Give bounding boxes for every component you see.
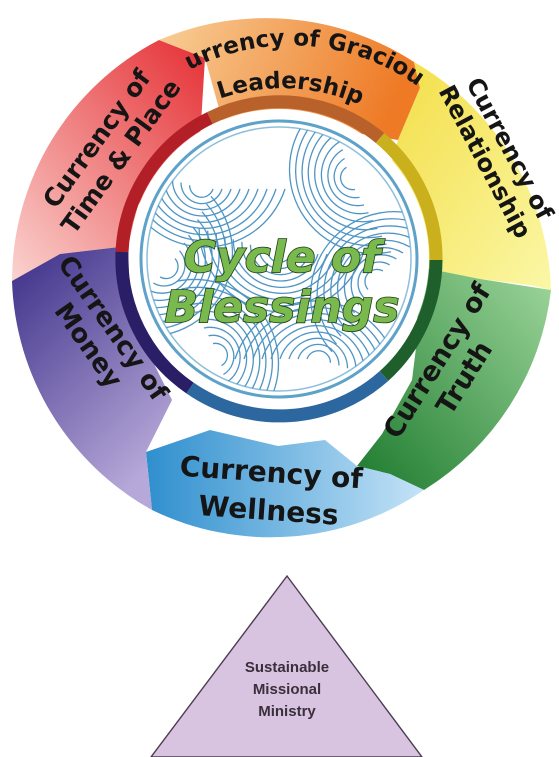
segment-truth	[357, 266, 551, 490]
swirl-line	[333, 157, 360, 199]
inner-band-truth	[379, 259, 443, 381]
swirl-line	[180, 182, 223, 205]
triangle-line2: Missional	[253, 681, 321, 698]
triangle-line3: Ministry	[258, 703, 316, 720]
swirl-line	[288, 127, 392, 255]
swirl-line	[357, 261, 390, 298]
swirl-line	[190, 302, 261, 391]
swirl-line	[288, 337, 349, 369]
swirl-line	[147, 211, 220, 323]
inner-band-gracious-leadership	[207, 95, 385, 144]
swirl-pattern	[147, 127, 411, 391]
swirl-line	[232, 239, 328, 288]
swirl-line	[270, 325, 366, 374]
inner-band-time-place	[115, 112, 213, 253]
currency-ring	[12, 18, 551, 538]
inner-band-wellness	[186, 371, 389, 423]
swirl-line	[212, 342, 229, 367]
swirl-line	[198, 227, 364, 313]
swirl-line	[224, 236, 337, 294]
swirl-line	[241, 241, 319, 282]
swirl-line	[147, 162, 286, 248]
center-disc: Cycle of Blessings	[129, 109, 429, 409]
swirl-line	[297, 343, 340, 366]
swirl-line	[261, 319, 374, 377]
swirl-line	[295, 127, 387, 247]
swirl-line	[215, 233, 346, 301]
center-title-line1: Cycle of	[184, 232, 386, 283]
swirl-line	[327, 149, 365, 207]
swirl-line	[147, 242, 193, 294]
inner-band-money	[115, 251, 194, 394]
swirl-line	[320, 140, 369, 215]
segment-time-place	[12, 40, 205, 281]
swirl-line	[147, 203, 227, 330]
swirl-line	[258, 247, 301, 270]
swirl-line	[279, 331, 357, 372]
swirl-line	[171, 179, 232, 211]
swirl-line	[314, 131, 374, 223]
swirl-line	[339, 166, 356, 191]
swirl-line	[188, 185, 214, 198]
swirl-line	[163, 176, 241, 217]
swirl-line	[147, 234, 200, 302]
swirl-line	[199, 318, 248, 391]
ministry-triangle: Sustainable Missional Ministry	[150, 574, 423, 757]
swirl-line	[316, 218, 411, 345]
swirl-line	[176, 278, 280, 391]
swirl-line	[153, 250, 186, 287]
swirl-line	[159, 258, 179, 280]
swirl-line	[323, 225, 411, 337]
swirl-line	[364, 268, 384, 290]
swirl-line	[343, 246, 404, 314]
swirl-line	[147, 165, 277, 242]
swirl-line	[306, 350, 332, 363]
triangle-shape	[150, 574, 423, 757]
swirl-line	[203, 326, 241, 384]
swirl-line	[207, 230, 355, 307]
swirl-line	[181, 286, 273, 391]
swirl-line	[147, 195, 234, 338]
swirl-line	[249, 244, 310, 276]
center-title-line2: Blessings	[165, 282, 400, 333]
segment-wellness	[146, 430, 424, 538]
swirl-line	[266, 250, 292, 263]
swirl-line	[147, 168, 268, 236]
swirl-line	[208, 334, 235, 376]
inner-band-relationship	[375, 133, 443, 261]
triangle-line1: Sustainable	[245, 659, 329, 676]
swirl-line	[330, 232, 411, 329]
